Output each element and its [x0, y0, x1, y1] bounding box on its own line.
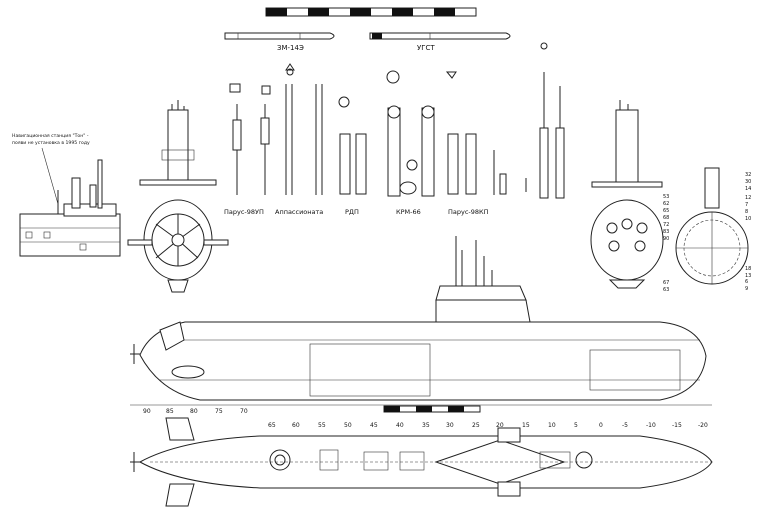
missile-3m14e	[224, 32, 335, 40]
ruler-label: -10	[646, 422, 656, 429]
callout: 68	[663, 215, 669, 221]
ruler-label: 20	[496, 422, 504, 429]
ruler-label: 35	[422, 422, 430, 429]
ruler-label: 30	[446, 422, 454, 429]
ruler-bottom-labels: 65 60 55 50 45 40 35 30 25 20 15 10 5 0 …	[268, 422, 708, 429]
callout: 6	[745, 279, 748, 285]
sail-side-section-left	[19, 159, 121, 257]
small-circle-detail	[540, 42, 548, 50]
mast-details	[229, 63, 565, 199]
ruler-label: 15	[522, 422, 530, 429]
callout: 30	[745, 179, 751, 185]
callout: 12	[745, 195, 751, 201]
ruler-label: 25	[472, 422, 480, 429]
callout: 9	[745, 286, 748, 292]
submarine-side-profile	[130, 236, 707, 401]
ruler-label: 80	[190, 408, 198, 415]
ruler-label: 65	[268, 422, 276, 429]
annotation-line-2: появи не установка в 1995 году	[12, 140, 90, 146]
callout: 65	[663, 208, 669, 214]
bow-view	[590, 100, 664, 289]
ruler-top-labels: 90 85 80 75 70	[130, 404, 712, 415]
ruler-label: -5	[622, 422, 628, 429]
callout: 8	[745, 209, 748, 215]
label-krm66: КРМ-66	[396, 208, 421, 216]
callout: 7	[745, 202, 748, 208]
torpedo-ugst	[369, 32, 511, 40]
ruler-label: -15	[672, 422, 682, 429]
callout: 72	[663, 222, 669, 228]
torpedo-ugst-label: УГСТ	[417, 44, 435, 52]
ruler-label: 60	[292, 422, 300, 429]
label-parus98up: Парус-98УП	[224, 208, 264, 216]
submarine-plan-view	[130, 417, 713, 507]
ruler-label: 45	[370, 422, 378, 429]
missile-3m14e-label: ЗМ-14Э	[277, 44, 304, 52]
callout: 14	[745, 186, 751, 192]
annotation-leader-line	[41, 147, 59, 205]
callout: 67	[663, 280, 669, 286]
ruler-label: 75	[215, 408, 223, 415]
callout: 13	[745, 273, 751, 279]
ruler-label: 5	[574, 422, 578, 429]
ruler-label: 85	[166, 408, 174, 415]
stern-view	[127, 100, 229, 293]
callout: 18	[745, 266, 751, 272]
ruler-label: 90	[143, 408, 151, 415]
ruler-label: 0	[599, 422, 603, 429]
callout: 62	[663, 201, 669, 207]
scale-bar-middle	[383, 405, 481, 413]
ruler-label: 40	[396, 422, 404, 429]
label-apparatus: Аппассионата	[275, 208, 323, 216]
ruler-label: 70	[240, 408, 248, 415]
callout: 63	[663, 287, 669, 293]
callout: 83	[663, 229, 669, 235]
ruler-label: 50	[344, 422, 352, 429]
scale-bar-top	[265, 7, 477, 17]
callout: 10	[745, 216, 751, 222]
hull-cross-section	[675, 167, 749, 285]
annotation-line-1: Навигационная станция "Тон" -	[12, 133, 89, 139]
callout: 32	[745, 172, 751, 178]
label-parus98kp: Парус-98КП	[448, 208, 489, 216]
ruler-label: 10	[548, 422, 556, 429]
ruler-label: -20	[698, 422, 708, 429]
ruler-label: 55	[318, 422, 326, 429]
callout-list: 32 30 14 12 7 8 10 53 62 65 68 72 83 90 …	[663, 172, 751, 293]
callout: 53	[663, 194, 669, 200]
callout: 90	[663, 236, 669, 242]
label-rdp: РДП	[345, 208, 359, 216]
